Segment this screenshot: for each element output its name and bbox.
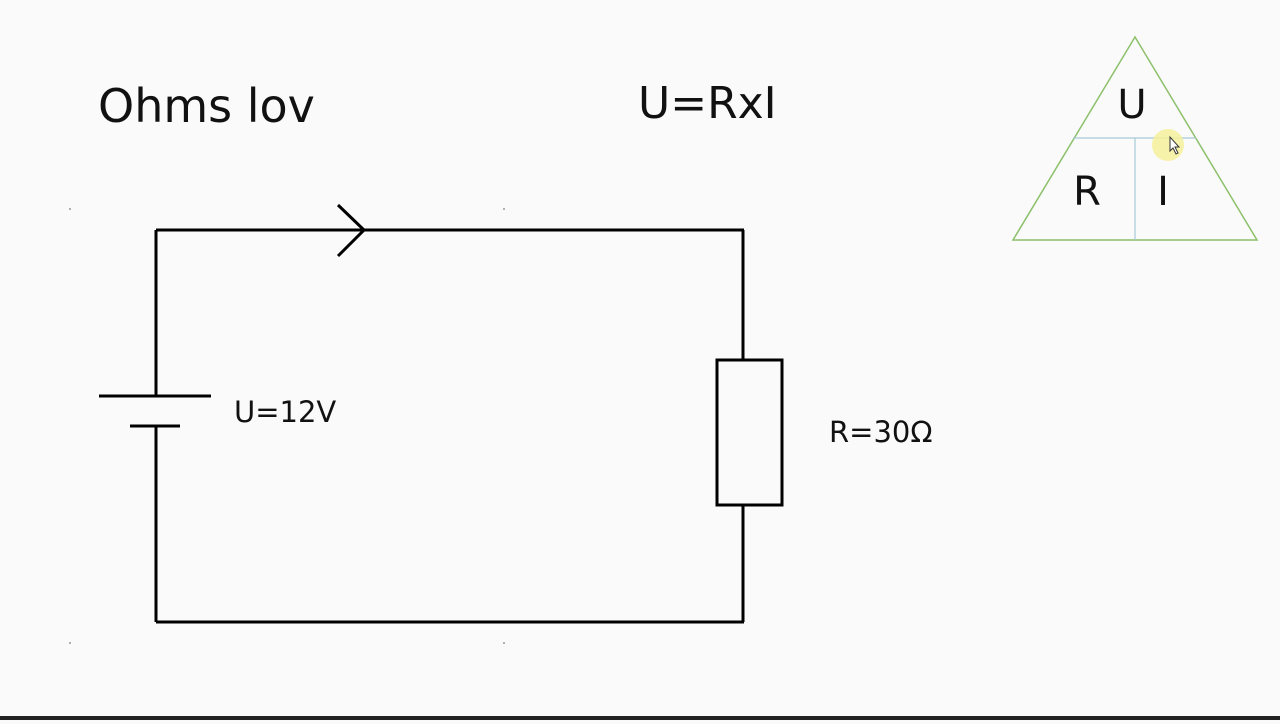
page-title: Ohms lov (98, 79, 315, 133)
triangle-bottom-left-letter: R (1073, 169, 1101, 215)
triangle-top-letter: U (1117, 82, 1146, 128)
speck (69, 642, 71, 644)
cursor-arrow (1169, 135, 1181, 155)
speck (503, 208, 505, 210)
voltage-label: U=12V (234, 395, 336, 429)
mouse-pointer-icon (1152, 129, 1184, 161)
cursor-highlight (1152, 129, 1184, 161)
resistance-label: R=30Ω (829, 415, 933, 449)
ohms-law-triangle: U R I (1011, 35, 1259, 241)
resistor-symbol (715, 358, 784, 507)
bottom-border (0, 716, 1280, 720)
speck (503, 642, 505, 644)
speck (69, 208, 71, 210)
formula-text: U=RxI (638, 78, 777, 129)
battery-symbol (99, 394, 211, 428)
circuit (154, 228, 745, 624)
current-arrow-icon (336, 203, 367, 258)
triangle-bottom-right-letter: I (1157, 169, 1169, 215)
